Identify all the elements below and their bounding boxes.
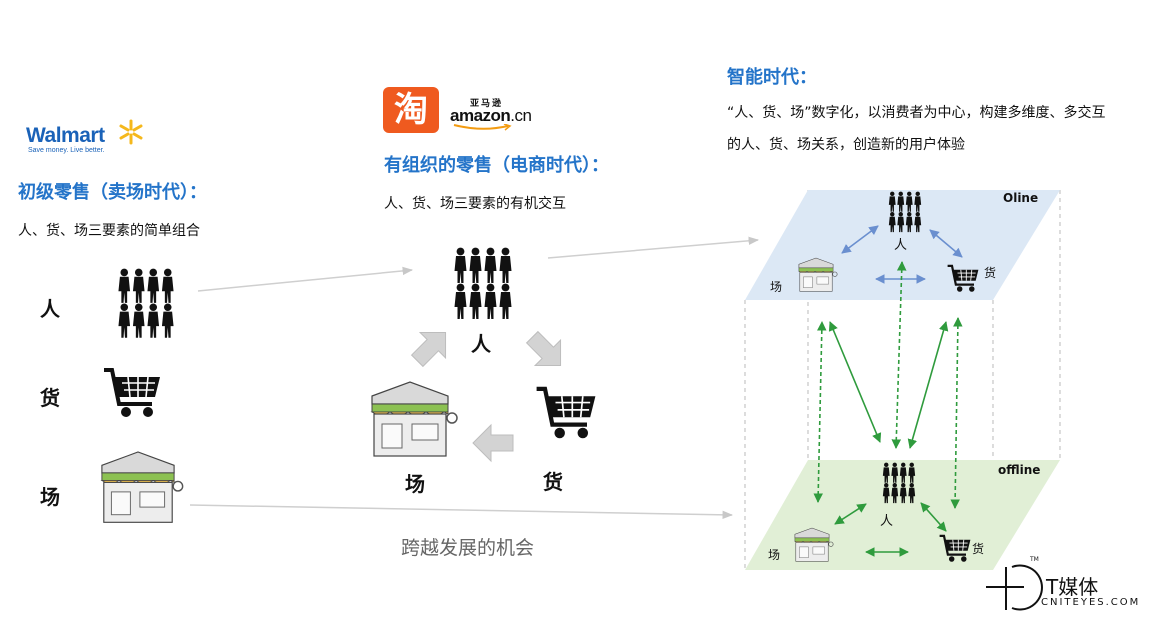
offline-label-place: 场: [768, 548, 781, 562]
era2-desc: 人、货、场三要素的有机交互: [384, 196, 566, 212]
cross-arrow-online-shop-offline-people: [828, 321, 882, 443]
arrow-era1-to-era2: [197, 266, 414, 292]
online-label-goods: 货: [984, 266, 997, 280]
era2-cycle-arrow-down: [519, 324, 574, 379]
online-label-place: 场: [770, 280, 783, 294]
online-label-people: 人: [894, 238, 908, 253]
era2-people-icon: [455, 248, 512, 319]
era1-people-icon: [118, 269, 173, 338]
walmart-spark-icon: [119, 119, 143, 145]
taobao-logo: 淘: [383, 87, 439, 133]
era1-label-people: 人: [40, 297, 60, 321]
amazon-logo: amazon.cn: [450, 106, 532, 126]
offline-arrow-people-cart: [920, 502, 947, 532]
online-plane-label: Oline: [1003, 191, 1039, 205]
era3-desc-line2: 的人、货、场关系，创造新的用户体验: [727, 137, 965, 153]
tmedia-logo-mark: [986, 564, 1043, 611]
offline-arrow-people-shop: [834, 503, 867, 525]
arrow-era2-to-era3: [547, 236, 760, 259]
online-arrow-people-cart: [929, 229, 963, 258]
amazon-suffix: .cn: [510, 106, 532, 125]
era1-shop-icon: [101, 451, 184, 524]
walmart-tagline: Save money. Live better.: [28, 147, 105, 154]
era3-desc-line1: “人、货、场”数字化，以消费者为中心，构建多维度、多交互: [727, 105, 1106, 121]
era2-title: 有组织的零售（电商时代）：: [384, 155, 609, 176]
walmart-logo: Walmart: [26, 124, 105, 147]
cross-arrow-offline-shop-online-shop: [813, 321, 827, 503]
tmedia-name: T媒体: [1046, 575, 1099, 599]
era2-cycle-arrow-left: [472, 424, 514, 462]
tmedia-tm: TM: [1030, 556, 1039, 563]
era3-title: 智能时代：: [727, 67, 817, 88]
era2-label-people: 人: [471, 332, 491, 356]
era2-shop-icon: [371, 381, 458, 457]
era2-label-goods: 货: [543, 470, 563, 494]
cross-arrow-online-cart-offline-people: [907, 321, 949, 449]
era1-label-goods: 货: [40, 386, 60, 410]
era1-title: 初级零售（卖场时代）：: [18, 182, 207, 203]
online-arrow-people-shop: [841, 225, 879, 254]
offline-label-goods: 货: [972, 542, 985, 556]
tmedia-site: CNITEYES.COM: [1041, 597, 1141, 608]
amazon-name: amazon: [450, 106, 511, 125]
era1-label-place: 场: [40, 485, 60, 509]
era2-cycle-arrow-up: [404, 319, 459, 374]
amazon-smile-icon: [453, 124, 512, 131]
arrow-era1-to-era3: [189, 504, 734, 520]
cross-arrow-online-people-offline-people: [891, 261, 907, 449]
offline-plane-label: offline: [998, 463, 1041, 477]
era1-cart-icon: [102, 368, 162, 419]
opportunity-caption: 跨越发展的机会: [401, 537, 535, 559]
era2-label-place: 场: [405, 472, 425, 496]
cross-arrow-online-cart-offline-cart: [950, 317, 963, 509]
era2-cart-icon: [537, 389, 596, 438]
era1-desc: 人、货、场三要素的简单组合: [18, 223, 200, 239]
amazon-cn-text: 亚马逊: [470, 98, 504, 108]
offline-label-people: 人: [880, 514, 894, 529]
